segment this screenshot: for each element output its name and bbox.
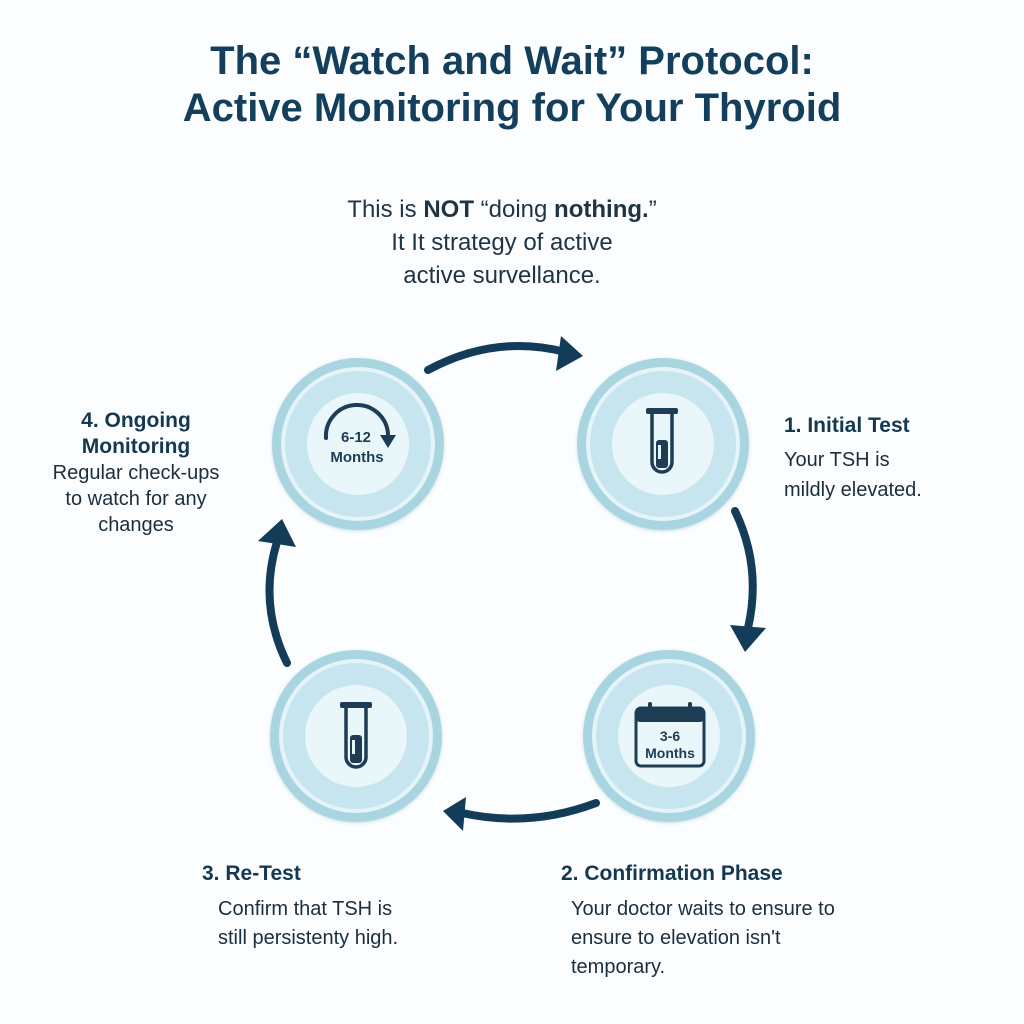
step-ongoing-line-3: changes — [98, 514, 174, 536]
step-confirmation-heading: 2. Confirmation Phase — [561, 862, 783, 885]
step-retest-line-2: still persistenty high. — [218, 927, 399, 949]
step-confirmation-line-3: temporary. — [571, 956, 666, 978]
intro-text-c: “doing — [473, 196, 555, 223]
step-retest-heading: 3. Re-Test — [202, 862, 301, 885]
test-tube-icon — [340, 702, 372, 769]
intro-line-2: It It strategy of active — [391, 229, 613, 256]
intro-line-1: This is NOT “doing nothing.” — [262, 193, 742, 226]
arrow-confirmation-to-retest — [443, 797, 600, 831]
confirmation-icon-unit: Months — [645, 745, 695, 761]
ongoing-icon-value: 6-12 — [341, 429, 371, 446]
step-initial-heading: 1. Initial Test — [784, 414, 910, 437]
intro-line-3: active survellance. — [403, 262, 601, 289]
arrow-ongoing-to-initial — [424, 336, 583, 374]
calendar-icon: 3-6 Months — [634, 702, 706, 768]
title-line-2: Active Monitoring for Your Thyroid — [182, 86, 842, 130]
step-initial-description: Your TSH is mildly elevated. — [784, 445, 1004, 505]
title-line-1: The “Watch and Wait” Protocol: — [210, 39, 814, 83]
intro-emphasis-nothing: nothing. — [554, 196, 649, 223]
ongoing-icon-unit: Months — [330, 449, 383, 466]
step-ongoing-heading-line-2: Monitoring — [81, 435, 191, 458]
confirmation-icon-value: 3-6 — [660, 728, 680, 744]
diagram-title: The “Watch and Wait” Protocol: Active Mo… — [0, 38, 1024, 132]
step-confirmation-line-1: Your doctor waits to ensure to — [571, 898, 835, 920]
arrow-initial-to-confirmation — [730, 507, 766, 652]
step-confirmation-description: Your doctor waits to ensure to ensure to… — [561, 895, 921, 982]
step-ongoing-monitoring: 4. Ongoing Monitoring Regular check-ups … — [30, 408, 242, 538]
step-retest-line-1: Confirm that TSH is — [218, 898, 393, 920]
step-ongoing-heading: 4. Ongoing Monitoring — [30, 408, 242, 460]
step-initial-test: 1. Initial Test Your TSH is mildly eleva… — [784, 413, 1004, 505]
intro-emphasis-not: NOT — [423, 196, 474, 223]
intro-text-e: ” — [648, 196, 657, 223]
step-ongoing-line-1: Regular check-ups — [52, 462, 220, 484]
step-ongoing-heading-line-1: 4. Ongoing — [81, 409, 191, 432]
step-confirmation-phase: 2. Confirmation Phase Your doctor waits … — [561, 861, 921, 982]
step-re-test: 3. Re-Test Confirm that TSH is still per… — [202, 861, 462, 953]
step-ongoing-description: Regular check-ups to watch for any chang… — [30, 460, 242, 538]
step-confirmation-line-2: ensure to elevation isn't — [571, 927, 781, 949]
step-initial-line-2: mildly elevated. — [784, 479, 922, 501]
cycle-arrow-icon: 6-12 Months — [323, 403, 396, 466]
step-retest-description: Confirm that TSH is still persistenty hi… — [202, 895, 462, 953]
intro-text: This is NOT “doing nothing.” It It strat… — [262, 193, 742, 292]
intro-text-a: This is — [347, 196, 424, 223]
step-ongoing-line-2: to watch for any — [65, 488, 207, 510]
step-initial-line-1: Your TSH is — [784, 449, 890, 471]
test-tube-icon — [646, 408, 678, 474]
arrow-retest-to-ongoing — [258, 519, 296, 667]
